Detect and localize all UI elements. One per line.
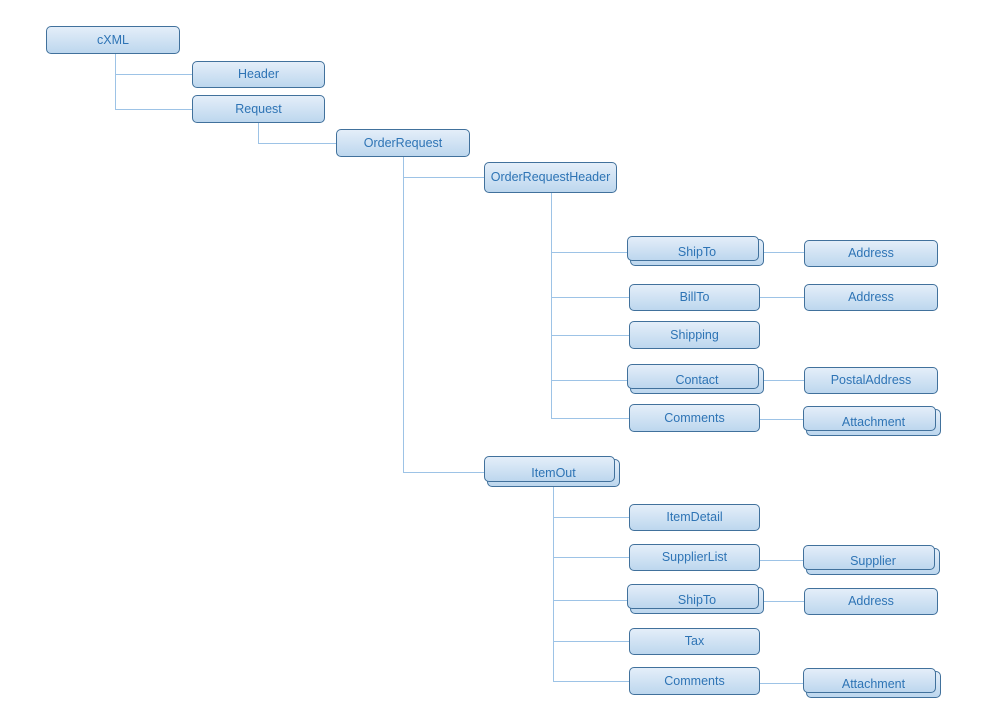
connector-line xyxy=(553,557,629,558)
node-comments[interactable]: Comments xyxy=(629,404,760,432)
connector-line xyxy=(760,683,806,684)
node-attachment[interactable]: Attachment xyxy=(803,668,941,698)
node-contact[interactable]: Contact xyxy=(627,364,764,394)
connector-line xyxy=(115,109,192,110)
node-shipto[interactable]: ShipTo xyxy=(627,236,764,266)
connector-line xyxy=(553,487,554,681)
node-shipping[interactable]: Shipping xyxy=(629,321,760,349)
connector-line xyxy=(403,157,404,472)
connector-line xyxy=(551,335,629,336)
node-address[interactable]: Address xyxy=(804,240,938,267)
node-billto[interactable]: BillTo xyxy=(629,284,760,311)
node-request[interactable]: Request xyxy=(192,95,325,123)
connector-line xyxy=(553,681,629,682)
node-header[interactable]: Header xyxy=(192,61,325,88)
connector-line xyxy=(551,252,630,253)
connector-line xyxy=(258,143,336,144)
connector-line xyxy=(553,517,629,518)
node-address[interactable]: Address xyxy=(804,284,938,311)
node-supplierlist[interactable]: SupplierList xyxy=(629,544,760,571)
node-itemout[interactable]: ItemOut xyxy=(484,456,620,487)
connector-line xyxy=(764,252,804,253)
connector-line xyxy=(115,54,116,109)
node-postaladdress[interactable]: PostalAddress xyxy=(804,367,938,394)
connector-line xyxy=(760,560,806,561)
connector-line xyxy=(764,380,804,381)
connector-line xyxy=(764,601,804,602)
node-attachment[interactable]: Attachment xyxy=(803,406,941,436)
connector-line xyxy=(553,600,630,601)
node-tax[interactable]: Tax xyxy=(629,628,760,655)
node-orderrequestheader[interactable]: OrderRequestHeader xyxy=(484,162,617,193)
node-comments[interactable]: Comments xyxy=(629,667,760,695)
node-cxml[interactable]: cXML xyxy=(46,26,180,54)
node-orderrequest[interactable]: OrderRequest xyxy=(336,129,470,157)
node-shipto[interactable]: ShipTo xyxy=(627,584,764,614)
connector-line xyxy=(551,297,629,298)
connector-line xyxy=(403,472,487,473)
node-address[interactable]: Address xyxy=(804,588,938,615)
connector-line xyxy=(115,74,192,75)
connector-line xyxy=(403,177,484,178)
connector-line xyxy=(760,297,804,298)
connector-line xyxy=(551,193,552,418)
connector-line xyxy=(551,418,629,419)
node-itemdetail[interactable]: ItemDetail xyxy=(629,504,760,531)
connector-line xyxy=(553,641,629,642)
connector-line xyxy=(551,380,630,381)
connector-line xyxy=(258,123,259,143)
connector-line xyxy=(760,419,806,420)
node-supplier[interactable]: Supplier xyxy=(803,545,940,575)
